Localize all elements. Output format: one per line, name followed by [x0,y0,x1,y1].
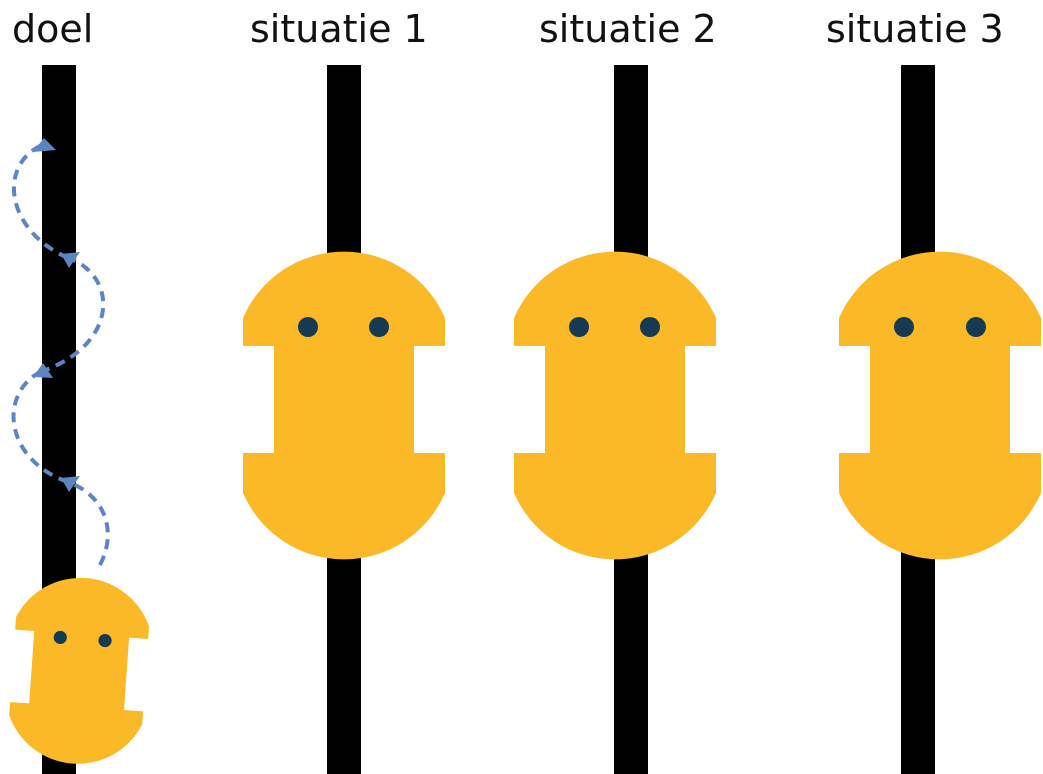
robot-situation-3 [839,251,1041,560]
arrow-icon [61,252,80,268]
robot-situation-2 [514,251,716,560]
robot-eye-right [640,317,660,337]
situation-3-label: situatie 3 [826,7,1004,51]
situation-2-label: situatie 2 [539,7,717,51]
path-segment [67,480,110,566]
goal-path [11,143,110,566]
path-segment [39,256,106,374]
situation-1-label: situatie 1 [250,7,428,51]
arrow-icon [33,363,53,378]
robot-eye-right [369,317,389,337]
robot-eye-left [569,317,589,337]
goal-path-arrows [33,138,80,492]
robot-body [9,577,150,764]
robot-eye-left [298,317,318,337]
robot-body [514,251,716,560]
robot-body [243,251,445,560]
robot-goal [9,577,150,764]
path-segment [11,370,69,484]
robot-body [839,251,1041,560]
path-segment [11,143,69,260]
robot-eye-right [98,633,112,648]
robot-situation-1 [243,251,445,560]
robot-eye-left [894,317,914,337]
goal-label: doel [12,7,94,51]
arrow-icon [33,138,56,152]
arrow-icon [61,476,80,492]
robot-eye-left [53,630,67,645]
robot-eye-right [966,317,986,337]
